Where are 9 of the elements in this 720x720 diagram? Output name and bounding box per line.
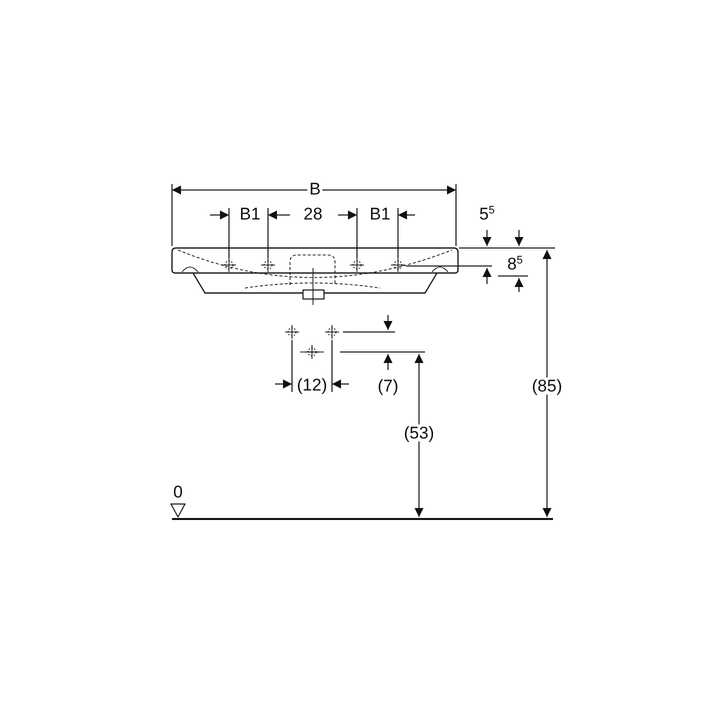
- dimension-label: 0: [171, 484, 185, 500]
- dimension-label: 5$^{5}$: [477, 206, 497, 222]
- dimension-label: (85): [530, 378, 564, 394]
- dimension-label: (12): [294, 376, 330, 394]
- dimension-label: 28: [302, 206, 324, 222]
- dimension-label: 8$^{5}$: [505, 256, 525, 272]
- dimension-label: B: [307, 180, 323, 198]
- dimension-label: (7): [376, 378, 400, 394]
- dimension-label: (53): [402, 424, 436, 442]
